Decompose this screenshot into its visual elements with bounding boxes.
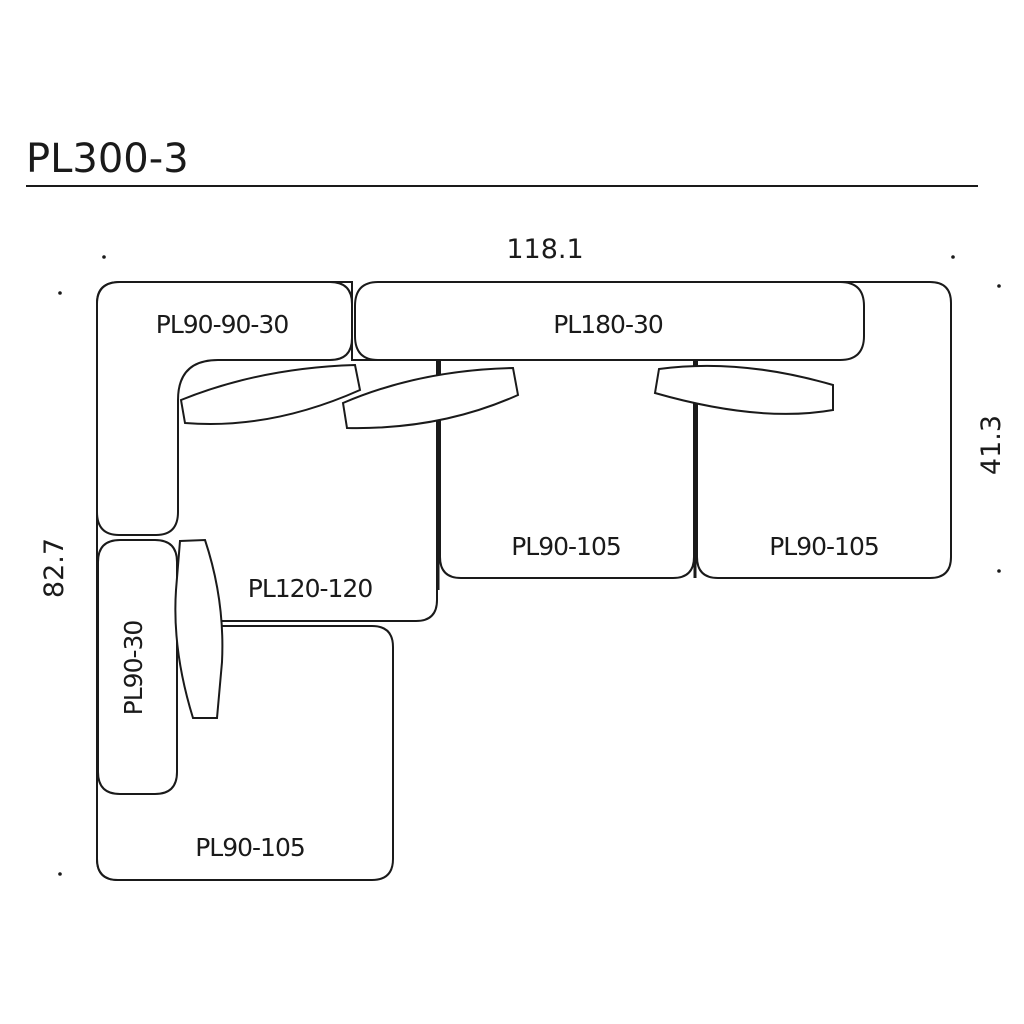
dimension-marker [102, 255, 106, 259]
module-long-back [354, 281, 865, 361]
dimension-marker [997, 569, 1001, 573]
cushion [341, 366, 520, 430]
cushion [179, 363, 362, 426]
label-seat-right: PL90-105 [769, 532, 879, 561]
dimension-marker [58, 291, 62, 295]
label-corner-seat: PL120-120 [248, 574, 373, 603]
module-corner-back [96, 281, 353, 536]
label-seat-mid: PL90-105 [511, 532, 621, 561]
dimension-marker [58, 872, 62, 876]
diagram-title: PL300-3 [26, 136, 189, 182]
width-dimension: 118.1 [506, 234, 583, 265]
label-seat-bottom: PL90-105 [195, 833, 305, 862]
dimension-marker [997, 284, 1001, 288]
cushion [174, 538, 224, 719]
cushion [653, 364, 834, 415]
depth-right-dimension: 41.3 [976, 415, 1007, 475]
label-side-back: PL90-30 [119, 621, 148, 716]
label-long-back: PL180-30 [553, 310, 663, 339]
label-corner-back: PL90-90-30 [156, 310, 289, 339]
depth-left-dimension: 82.7 [39, 538, 70, 598]
module-side-back [97, 539, 178, 795]
dimension-marker [951, 255, 955, 259]
